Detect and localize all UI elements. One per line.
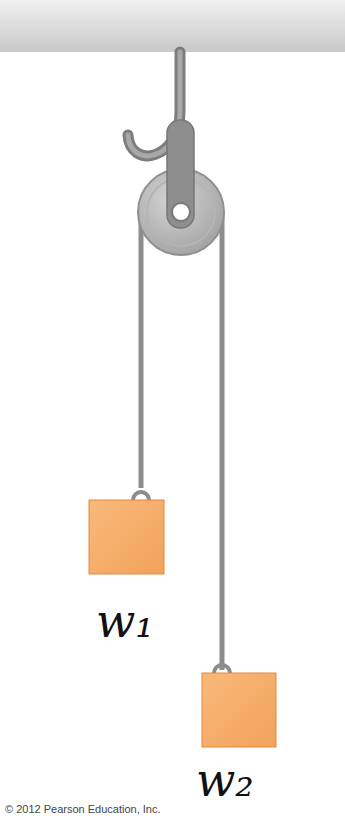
weight-block <box>202 673 276 747</box>
ceiling <box>0 0 345 52</box>
copyright-note: © 2012 Pearson Education, Inc. <box>5 804 160 815</box>
rope <box>220 212 225 670</box>
axle <box>172 203 190 221</box>
weight-label: w₁ <box>96 598 154 644</box>
weight-label: w₂ <box>196 757 254 803</box>
eye-ring <box>133 492 149 500</box>
weight-block <box>89 500 164 574</box>
eye-ring <box>214 665 230 673</box>
pulley-bracket <box>167 120 194 228</box>
rope <box>139 212 144 488</box>
